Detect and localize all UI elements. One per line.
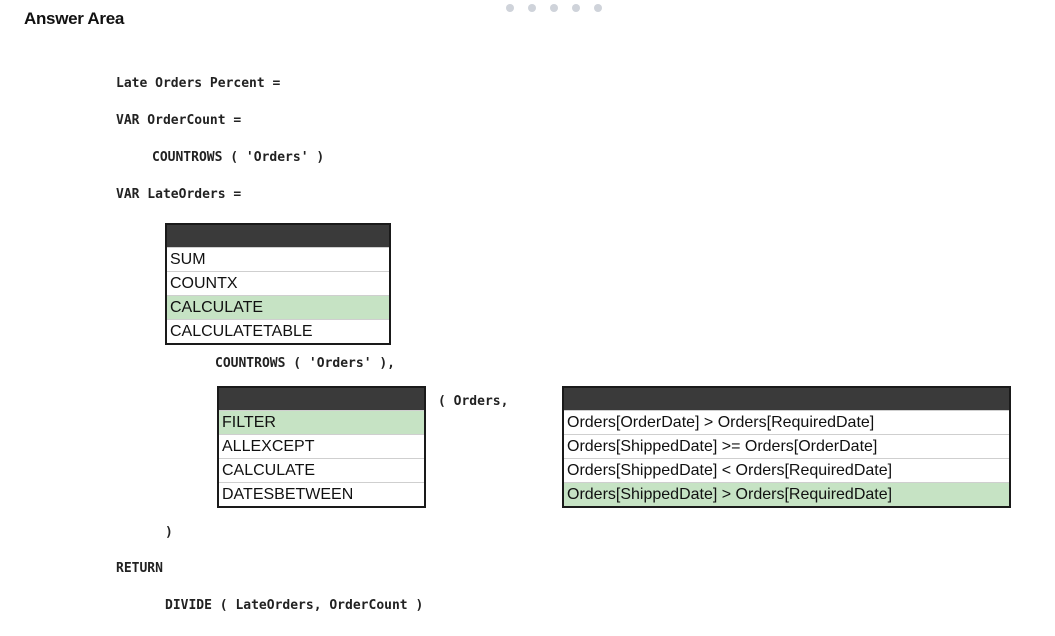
function-dropdown[interactable]: SUM COUNTX CALCULATE CALCULATETABLE: [165, 223, 391, 345]
code-line-divide: DIVIDE ( LateOrders, OrderCount ): [165, 598, 424, 613]
code-line-var-ordercount: VAR OrderCount =: [116, 113, 242, 128]
dropdown-option[interactable]: Orders[ShippedDate] > Orders[RequiredDat…: [564, 482, 1009, 506]
filter-function-dropdown[interactable]: FILTER ALLEXCEPT CALCULATE DATESBETWEEN: [217, 386, 426, 508]
code-line-return: RETURN: [116, 561, 163, 576]
code-line-measure-name: Late Orders Percent =: [116, 76, 281, 91]
dropdown-option[interactable]: Orders[ShippedDate] >= Orders[OrderDate]: [564, 434, 1009, 458]
dropdown-option[interactable]: CALCULATE: [219, 458, 424, 482]
code-line-countrows-arg: COUNTROWS ( 'Orders' ),: [215, 356, 396, 371]
dropdown-option[interactable]: CALCULATE: [167, 295, 389, 319]
dropdown-header[interactable]: [564, 388, 1009, 410]
dropdown-option[interactable]: Orders[OrderDate] > Orders[RequiredDate]: [564, 410, 1009, 434]
pager-dot[interactable]: [528, 4, 536, 12]
pager-dot[interactable]: [550, 4, 558, 12]
dropdown-option[interactable]: FILTER: [219, 410, 424, 434]
code-line-var-lateorders: VAR LateOrders =: [116, 187, 242, 202]
dropdown-option[interactable]: Orders[ShippedDate] < Orders[RequiredDat…: [564, 458, 1009, 482]
code-line-countrows-orders: COUNTROWS ( 'Orders' ): [152, 150, 325, 165]
condition-dropdown[interactable]: Orders[OrderDate] > Orders[RequiredDate]…: [562, 386, 1011, 508]
dropdown-header[interactable]: [219, 388, 424, 410]
code-line-orders-arg: ( Orders,: [438, 394, 509, 409]
dropdown-option[interactable]: ALLEXCEPT: [219, 434, 424, 458]
dropdown-option[interactable]: CALCULATETABLE: [167, 319, 389, 343]
pager-dot[interactable]: [594, 4, 602, 12]
dropdown-header[interactable]: [167, 225, 389, 247]
code-line-close-paren: ): [165, 525, 173, 540]
dropdown-option[interactable]: DATESBETWEEN: [219, 482, 424, 506]
pager-dot[interactable]: [572, 4, 580, 12]
dropdown-option[interactable]: COUNTX: [167, 271, 389, 295]
pager-dot[interactable]: [506, 4, 514, 12]
pager-dots: [506, 4, 602, 12]
dropdown-option[interactable]: SUM: [167, 247, 389, 271]
answer-area-title: Answer Area: [24, 9, 125, 28]
